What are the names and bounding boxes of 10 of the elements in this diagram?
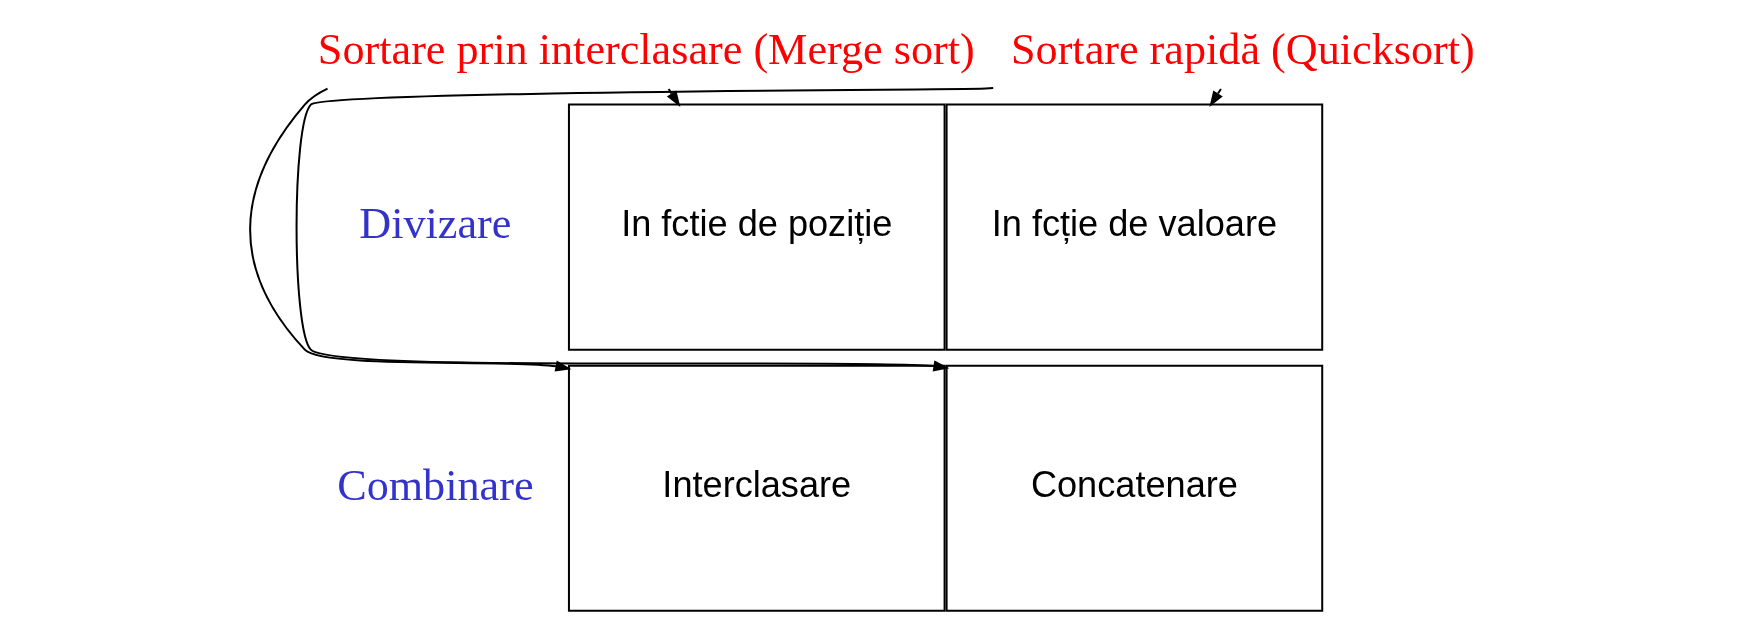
label: Combinare [336,460,534,510]
label: Divizare [358,199,511,249]
node-box: Interclasare [567,364,946,612]
arrow [1208,88,1223,108]
node-box: In fctie de poziție [567,103,946,351]
node-box: In fcție de valoare [945,103,1323,351]
arrow [248,87,571,372]
node-text: Sortare prin interclasare (Merge sort) [317,24,975,74]
node-text: Sortare rapidă (Quicksort) [1010,24,1475,74]
node-box: Concatenare [945,364,1323,612]
